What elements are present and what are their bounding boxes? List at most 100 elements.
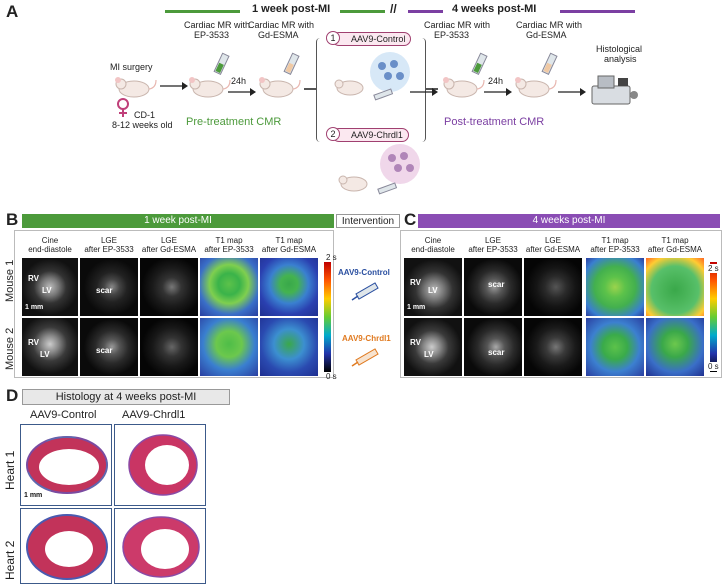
syringe-orange-icon: [351, 348, 379, 367]
branch1-number: 1: [326, 31, 340, 45]
colorbar-bottom: 0 s: [326, 372, 337, 381]
syringe-icon: [471, 52, 488, 75]
panel-c-header: 4 weeks post-MI: [418, 214, 720, 228]
histo-label-line1: Histological: [596, 44, 643, 54]
mi-surgery-label: MI surgery: [110, 62, 153, 72]
panel-b-header: 1 week post-MI: [22, 214, 334, 228]
histo-scale: 1 mm: [24, 492, 43, 499]
female-symbol-icon: [117, 98, 129, 117]
branch-connector: [304, 88, 316, 90]
syringe-icon: [541, 52, 558, 75]
histo-col1: AAV9-Control: [30, 409, 97, 421]
panel-a-letter: A: [6, 2, 19, 21]
mouse-strain: CD-1: [134, 110, 156, 120]
timeline-separator: //: [390, 2, 397, 16]
mouse-age: 8-12 weeks old: [112, 120, 173, 130]
mri-image: RV LV: [404, 318, 462, 376]
mouse-icon: [259, 77, 301, 98]
branch2-number: 2: [326, 127, 340, 141]
row-label: Mouse 2: [4, 327, 16, 370]
mri-image: RV LV 1 mm: [22, 258, 78, 316]
panel-c-letter: C: [404, 210, 417, 229]
histo-col2: AAV9-Chrdl1: [122, 409, 186, 421]
syringe-icon: [213, 52, 230, 75]
panel-b-letter: B: [6, 210, 19, 229]
aav-control-label: AAV9-Control: [338, 268, 390, 277]
histology-image: [114, 424, 206, 506]
row-label: Mouse 1: [4, 259, 16, 302]
cmr-gd-line2-post: Gd-ESMA: [526, 30, 567, 40]
t1-map-image: [586, 318, 644, 376]
mri-image: scar: [464, 258, 522, 316]
mouse-icon: [515, 77, 557, 98]
week4-bar-right: [560, 10, 635, 13]
syringe-blue-icon: [351, 282, 379, 301]
cmr-gd-line2: Gd-ESMA: [258, 30, 299, 40]
aav-control-vial-icon: [334, 52, 410, 101]
post-treatment-label: Post-treatment CMR: [444, 116, 545, 128]
t1-map-image: [200, 258, 258, 316]
arrow-icon: [410, 88, 438, 96]
arrow-icon: [558, 88, 586, 96]
t1-map-image: [200, 318, 258, 376]
histology-image: [20, 424, 112, 506]
interval-label-post: 24h: [488, 76, 504, 86]
mri-image: [524, 318, 582, 376]
week1-label: 1 week post-MI: [252, 3, 331, 15]
colorbar-top: 2 s: [708, 264, 719, 273]
mri-image: [140, 318, 198, 376]
mri-image: [140, 258, 198, 316]
pre-treatment-label: Pre-treatment CMR: [186, 116, 282, 128]
mouse-icon: [189, 77, 231, 98]
mri-image: scar: [80, 318, 138, 376]
intervention-label: Intervention: [336, 214, 400, 228]
interval-label: 24h: [231, 76, 247, 86]
week4-bar-left: [408, 10, 443, 13]
histo-row1: Heart 1: [3, 450, 17, 490]
t1-map-image: [260, 318, 318, 376]
arrow-icon: [484, 88, 512, 96]
t1-map-image: [646, 258, 704, 316]
t1-map-image: [586, 258, 644, 316]
arrow-icon: [160, 82, 188, 90]
branch-bracket: [316, 38, 426, 142]
colorbar-bottom: 0 s: [708, 362, 719, 371]
mri-image: scar: [80, 258, 138, 316]
t1-map-image: [260, 258, 318, 316]
mri-image: RV LV 1 mm: [404, 258, 462, 316]
cmr-gd-line1: Cardiac MR with: [248, 20, 315, 30]
cmr-ep-line1: Cardiac MR with: [184, 20, 251, 30]
colorbar-top: 2 s: [326, 253, 337, 262]
mri-image: RV LV: [22, 318, 78, 376]
mouse-icon: [115, 77, 157, 98]
t1-colorbar: [324, 262, 331, 372]
panel-d-title: Histology at 4 weeks post-MI: [22, 389, 230, 405]
microtome-icon: [591, 75, 638, 105]
t1-colorbar: [710, 262, 717, 372]
week1-bar-right: [340, 10, 385, 13]
histo-label-line2: analysis: [604, 54, 637, 64]
t1-map-image: [646, 318, 704, 376]
cmr-ep-line1-post: Cardiac MR with: [424, 20, 491, 30]
branch1-label: AAV9-Control: [332, 32, 412, 46]
panel-d-letter: D: [6, 386, 19, 405]
histology-image: [20, 508, 112, 584]
cmr-ep-line2: EP-3533: [194, 30, 230, 40]
week4-label: 4 weeks post-MI: [452, 3, 537, 15]
histology-image: [114, 508, 206, 584]
cmr-gd-line1-post: Cardiac MR with: [516, 20, 583, 30]
cmr-ep-line2-post: EP-3533: [434, 30, 470, 40]
histo-row2: Heart 2: [3, 540, 17, 580]
arrow-icon: [228, 88, 256, 96]
week1-bar-left: [165, 10, 240, 13]
